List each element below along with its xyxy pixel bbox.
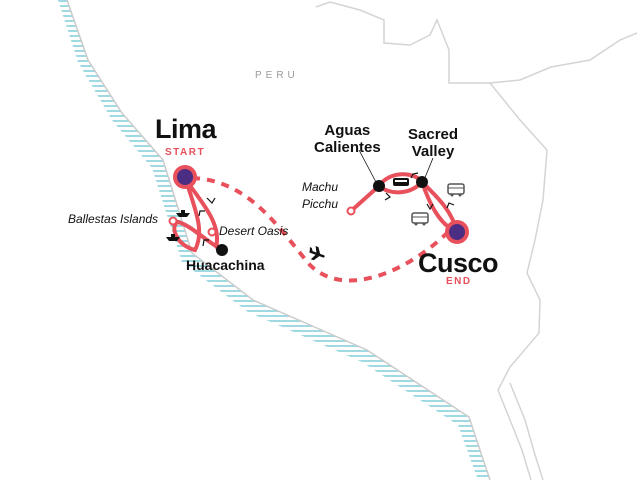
sacred-valley-label[interactable]: Sacred Valley — [408, 126, 458, 160]
desert-oasis-marker[interactable] — [207, 227, 217, 237]
boat-icon — [176, 210, 190, 217]
machu-picchu-label[interactable]: Machu Picchu — [302, 179, 338, 213]
cusco-marker[interactable] — [445, 220, 469, 244]
sacred-line1: Sacred — [408, 126, 459, 143]
bus-icon — [411, 212, 429, 226]
machu-picchu-line1: Machu — [302, 180, 339, 194]
cusco-end-tag: END — [446, 276, 472, 287]
lima-start-tag: START — [165, 147, 206, 158]
boat-icon — [166, 234, 180, 241]
aguas-line1: Aguas — [324, 122, 371, 139]
desert-oasis-label[interactable]: Desert Oasis — [219, 224, 289, 238]
ballestas-label[interactable]: Ballestas Islands — [68, 212, 159, 226]
aguas-calientes-marker[interactable] — [373, 180, 385, 192]
train-icon — [393, 178, 409, 186]
cusco-label[interactable]: Cusco — [418, 248, 499, 278]
ballestas-marker[interactable] — [168, 216, 178, 226]
direction-arrows — [198, 172, 455, 247]
huacachina-label[interactable]: Huacachina — [186, 257, 265, 273]
lima-label[interactable]: Lima — [155, 114, 217, 144]
machu-picchu-line2: Picchu — [302, 197, 339, 211]
aguas-calientes-label[interactable]: Aguas Calientes — [314, 122, 381, 156]
country-label: PERU — [255, 70, 299, 81]
sacred-leader — [423, 157, 434, 181]
sacred-line2: Valley — [411, 143, 455, 160]
lima-marker[interactable] — [173, 165, 197, 189]
sacred-valley-marker[interactable] — [416, 176, 428, 188]
aguas-leader — [358, 149, 378, 185]
coastline — [66, 0, 491, 480]
country-borders — [315, 1, 638, 480]
flight-route — [191, 176, 450, 283]
huacachina-marker[interactable] — [216, 244, 228, 256]
bus-icon — [447, 183, 465, 197]
aguas-line2: Calientes — [314, 139, 381, 156]
plane-icon — [309, 246, 325, 261]
machu-picchu-marker[interactable] — [346, 206, 356, 216]
